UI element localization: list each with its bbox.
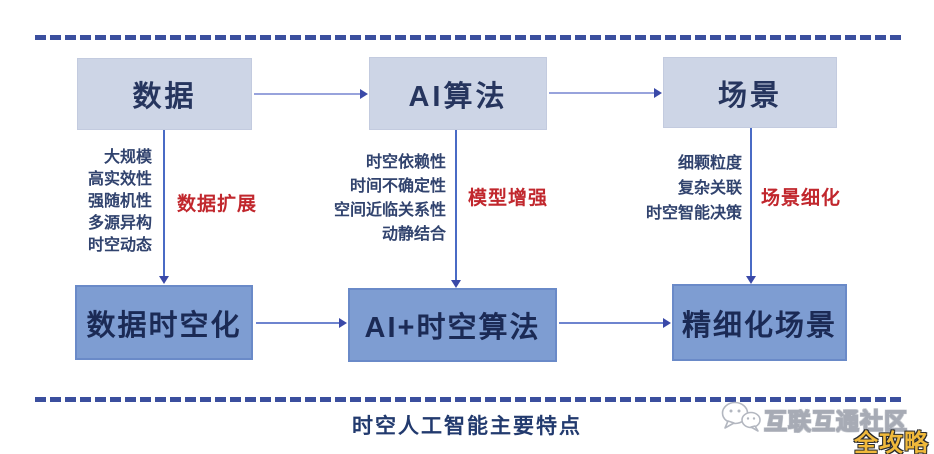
feature-item: 强随机性	[87, 193, 152, 210]
diagram-caption: 时空人工智能主要特点	[352, 415, 582, 438]
arrow-datast-to-aist	[256, 318, 347, 328]
transform-label-scene-refinement: 场景细化	[761, 188, 842, 209]
feature-item: 空间近临关系性	[333, 202, 446, 219]
top-dashed-divider	[35, 35, 903, 40]
scene-feature-list: 细颗粒度 复杂关联 时空智能决策	[646, 151, 742, 226]
arrowhead-right-icon	[360, 89, 368, 99]
arrowhead-right-icon	[339, 318, 347, 328]
arrowhead-down-icon	[451, 280, 461, 288]
top-box-scene: 场景	[663, 57, 837, 128]
arrow-scene-down	[746, 128, 756, 284]
bottom-box-refined-scene-label: 精细化场景	[681, 309, 837, 342]
watermark: 互联互通社区 全攻略	[712, 398, 934, 454]
watermark-badge: 全攻略	[854, 430, 929, 454]
top-box-ai-algorithm-label: AI算法	[408, 80, 508, 113]
feature-item: 大规模	[103, 149, 152, 166]
bottom-box-data-spatiotemporal-label: 数据时空化	[86, 309, 242, 342]
feature-item: 时间不确定性	[349, 178, 446, 195]
arrow-aist-to-refined	[559, 318, 671, 328]
bottom-box-ai-spatiotemporal-algorithm-label: AI+时空算法	[364, 312, 541, 344]
bottom-box-data-spatiotemporal: 数据时空化	[75, 285, 253, 360]
bottom-dashed-divider	[35, 397, 903, 402]
arrowhead-right-icon	[663, 318, 671, 328]
arrowhead-right-icon	[654, 88, 662, 98]
feature-item: 复杂关联	[677, 180, 742, 197]
feature-item: 细颗粒度	[677, 155, 742, 172]
feature-item: 多源异构	[87, 215, 152, 232]
feature-item: 动静结合	[381, 226, 446, 243]
transform-label-data-expansion: 数据扩展	[177, 194, 258, 215]
watermark-community-name: 互联互通社区	[763, 407, 908, 434]
top-box-scene-label: 场景	[717, 79, 782, 112]
bottom-box-ai-spatiotemporal-algorithm: AI+时空算法	[348, 288, 557, 362]
bottom-box-refined-scene: 精细化场景	[672, 284, 847, 361]
feature-item: 高实效性	[87, 171, 152, 188]
ai-feature-list: 时空依赖性 时间不确定性 空间近临关系性 动静结合	[334, 151, 446, 247]
arrow-ai-down	[451, 130, 461, 288]
data-feature-list: 大规模 高实效性 强随机性 多源异构 时空动态	[88, 147, 152, 257]
arrowhead-down-icon	[746, 276, 756, 284]
chat-bubbles-icon	[720, 401, 762, 438]
arrow-data-down	[159, 130, 169, 284]
arrowhead-down-icon	[159, 276, 169, 284]
top-box-ai-algorithm: AI算法	[369, 57, 547, 130]
feature-item: 时空动态	[87, 237, 152, 254]
transform-label-model-enhancement: 模型增强	[468, 188, 549, 209]
feature-item: 时空智能决策	[645, 205, 742, 222]
arrow-ai-to-scene	[549, 88, 662, 98]
feature-item: 时空依赖性	[365, 154, 446, 171]
top-box-data: 数据	[77, 58, 252, 130]
arrow-data-to-ai	[254, 89, 368, 99]
top-box-data-label: 数据	[132, 81, 197, 113]
